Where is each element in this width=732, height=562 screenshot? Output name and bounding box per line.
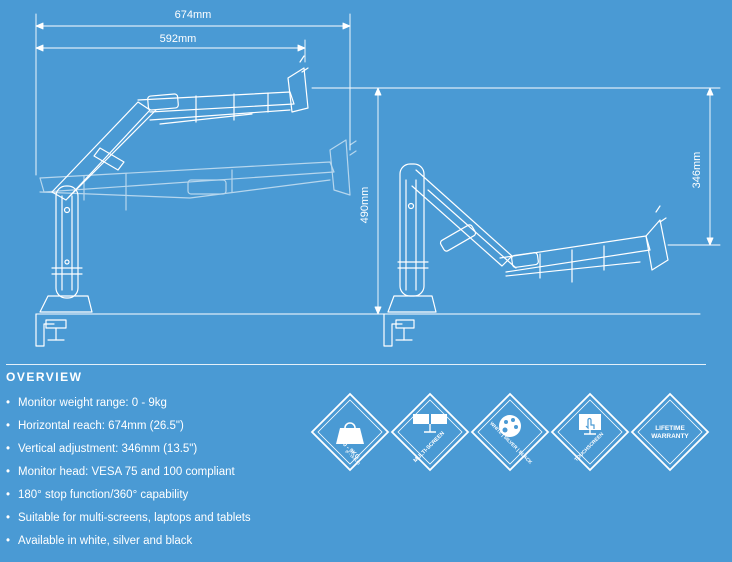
- badge-weight: 0 - 9KG (0 - 19.8LB): [310, 392, 390, 472]
- arm-raised: [51, 55, 309, 201]
- arm-lowered-ghost: [39, 139, 357, 211]
- list-item: •Vertical adjustment: 346mm (13.5"): [6, 443, 198, 455]
- left-pole: [35, 185, 93, 347]
- list-item: •180° stop function/360° capability: [6, 489, 189, 501]
- dim-label-346: 346mm: [691, 152, 703, 189]
- feature-text: Vertical adjustment: 346mm (13.5"): [18, 443, 198, 455]
- badge-colours: WHITE | SILVER | BLACK: [470, 392, 550, 472]
- color-palette-icon: WHITE | SILVER | BLACK: [470, 392, 550, 472]
- feature-text: Monitor weight range: 0 - 9kg: [18, 397, 167, 409]
- badge-multi-screen: MULTI-SCREEN: [390, 392, 470, 472]
- list-item: •Monitor weight range: 0 - 9kg: [6, 397, 167, 409]
- list-item: •Monitor head: VESA 75 and 100 compliant: [6, 466, 235, 478]
- touchscreen-icon: TOUCHSCREEN: [550, 392, 630, 472]
- section-divider: [6, 364, 706, 365]
- dim-label-592: 592mm: [160, 33, 197, 45]
- dimension-346: [391, 87, 721, 246]
- badge-warranty: LIFETIME WARRANTY: [630, 392, 710, 472]
- dim-label-490: 490mm: [359, 187, 371, 224]
- feature-text: Suitable for multi-screens, laptops and …: [18, 512, 251, 524]
- multi-screen-icon: MULTI-SCREEN: [390, 392, 470, 472]
- dim-label-674: 674mm: [175, 9, 212, 21]
- feature-badges: 0 - 9KG (0 - 19.8LB) MULTI-SCREEN WHITE …: [310, 392, 710, 482]
- feature-text: Monitor head: VESA 75 and 100 compliant: [18, 466, 235, 478]
- feature-text: 180° stop function/360° capability: [18, 489, 189, 501]
- warranty-icon: LIFETIME WARRANTY: [630, 392, 710, 472]
- dimension-490: [311, 87, 393, 315]
- feature-text: Horizontal reach: 674mm (26.5"): [18, 420, 184, 432]
- list-item: •Horizontal reach: 674mm (26.5"): [6, 420, 184, 432]
- badge-warranty-label: LIFETIME: [655, 425, 685, 432]
- dimension-592: [35, 39, 306, 63]
- feature-text: Available in white, silver and black: [18, 535, 193, 547]
- badge-touchscreen: TOUCHSCREEN: [550, 392, 630, 472]
- dimension-674: [35, 13, 351, 176]
- list-item: •Suitable for multi-screens, laptops and…: [6, 512, 251, 524]
- weight-icon: 0 - 9KG (0 - 19.8LB): [310, 392, 390, 472]
- arm-right-low: [383, 163, 669, 347]
- feature-list: •Monitor weight range: 0 - 9kg •Horizont…: [6, 392, 306, 553]
- overview-heading: OVERVIEW: [6, 370, 83, 384]
- badge-warranty-label-2: WARRANTY: [651, 433, 689, 440]
- list-item: •Available in white, silver and black: [6, 535, 193, 547]
